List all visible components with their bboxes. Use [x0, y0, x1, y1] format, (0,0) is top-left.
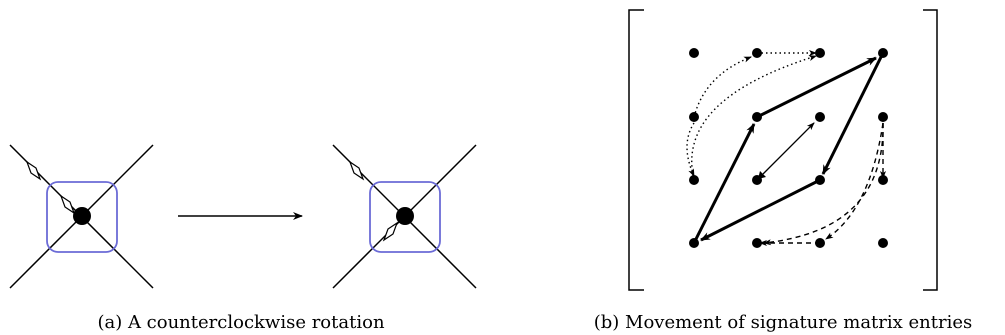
frame-box	[369, 181, 441, 253]
matrix-entry	[878, 175, 888, 185]
matrix-entry	[689, 48, 699, 58]
thick-arrows	[692, 52, 885, 244]
matrix-entry	[878, 238, 888, 248]
matrix-entry	[815, 175, 825, 185]
matrix-entry	[689, 175, 699, 185]
matrix-entries	[689, 48, 888, 248]
matrix-entry	[689, 112, 699, 122]
matrix-entry	[815, 238, 825, 248]
matrix-entry	[815, 48, 825, 58]
matrix-entry	[752, 112, 762, 122]
matrix-entry	[752, 238, 762, 248]
matrix-entry	[815, 112, 825, 122]
filled-circle-icon	[396, 207, 414, 225]
caption-a: (a) A counterclockwise rotation	[97, 312, 384, 333]
dashed-arrows	[759, 122, 886, 246]
double-arrow	[758, 122, 815, 179]
diamond-chain-icon	[348, 160, 399, 242]
matrix-entry	[878, 112, 888, 122]
matrix-entry	[752, 48, 762, 58]
matrix-entry	[689, 238, 699, 248]
matrix-entry	[878, 48, 888, 58]
caption-b: (b) Movement of signature matrix entries	[594, 312, 973, 333]
vertex-diagram-before	[9, 144, 154, 289]
filled-circle-icon	[73, 207, 91, 225]
diamond-chain-icon	[25, 160, 76, 215]
dotted-arrows	[686, 50, 817, 181]
vertex-diagram-after	[332, 144, 477, 289]
matrix-entry	[752, 175, 762, 185]
matrix-brackets	[628, 9, 938, 291]
frame-box	[46, 181, 118, 253]
